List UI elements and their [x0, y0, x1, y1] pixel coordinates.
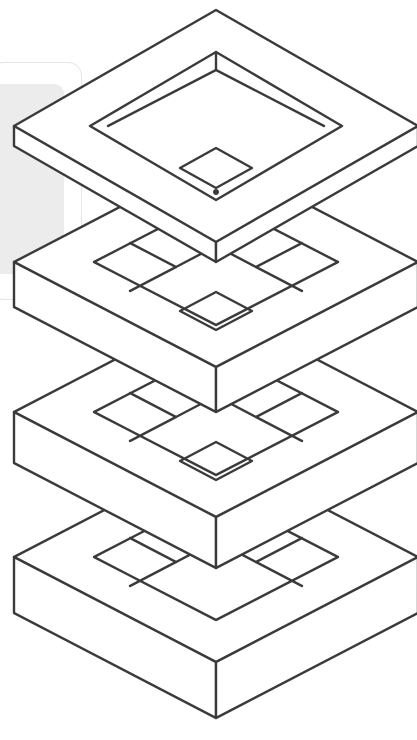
- pin-dot-icon: [213, 189, 219, 195]
- layer-1: [14, 10, 417, 262]
